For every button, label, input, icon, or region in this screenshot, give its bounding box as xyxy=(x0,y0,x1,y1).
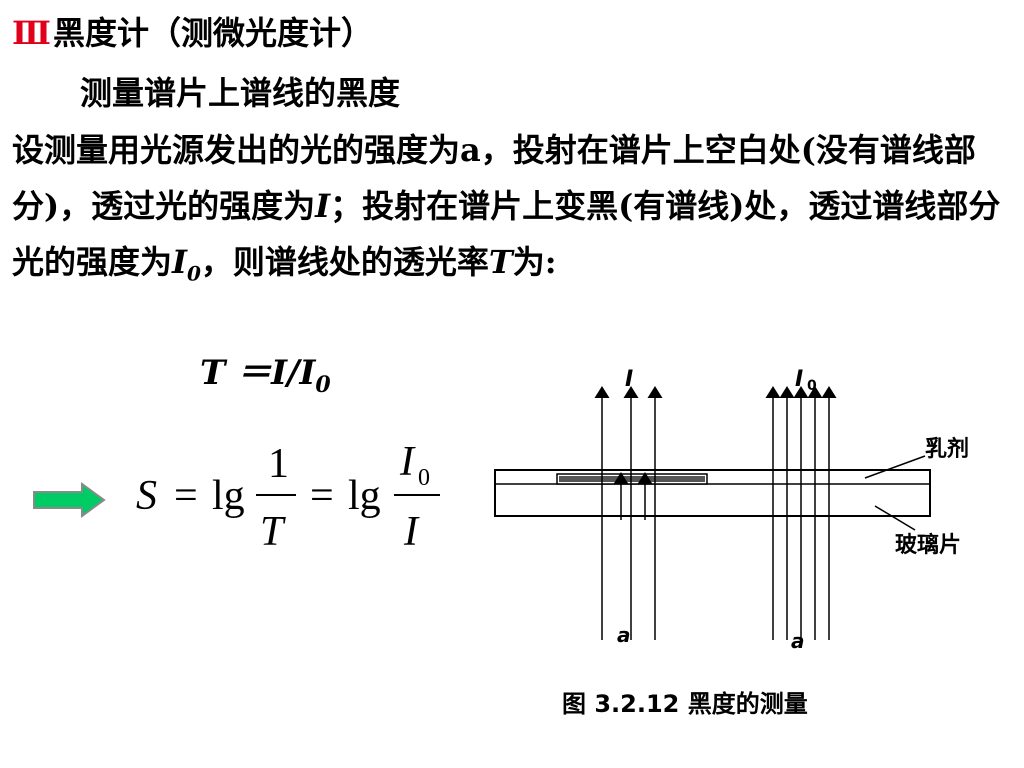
paragraph-text: ，投射在谱片上空白处(没有谱线部分)，透过光的强度为 xyxy=(12,131,976,225)
label-emulsion: 乳剂 xyxy=(925,436,969,462)
right-arrow-icon xyxy=(33,482,106,518)
description-paragraph: 设测量用光源发出的光的强度为a，投射在谱片上空白处(没有谱线部分)，透过光的强度… xyxy=(12,122,1002,301)
section-heading: Ⅲ黑度计（测微光度计） xyxy=(12,8,373,54)
svg-text:I: I xyxy=(403,509,420,555)
label-I: I xyxy=(625,367,633,392)
paragraph-text: ，则谱线处的透光率 xyxy=(200,243,489,281)
subheading: 测量谱片上谱线的黑度 xyxy=(80,74,401,112)
svg-text:lg: lg xyxy=(348,473,381,519)
svg-text:T: T xyxy=(260,509,286,555)
label-I0: I xyxy=(795,367,803,392)
label-glass: 玻璃片 xyxy=(895,532,961,558)
label-a-right: a xyxy=(791,629,805,653)
svg-text:0: 0 xyxy=(807,378,817,394)
symbol-I: I xyxy=(315,187,331,225)
paragraph-text: 设测量用光源发出的光的强度为 xyxy=(12,131,461,169)
svg-text:1: 1 xyxy=(268,441,289,487)
symbol-T: T xyxy=(488,243,513,281)
svg-text:=: = xyxy=(310,473,334,519)
transmittance-formula: T ＝I/I0 xyxy=(200,353,331,398)
density-formula: S = lg 1 T = lg I 0 I xyxy=(136,439,440,555)
svg-text:0: 0 xyxy=(418,465,430,491)
glass-plate xyxy=(494,469,931,517)
roman-numeral: Ⅲ xyxy=(12,14,51,52)
symbol-I0: I0 xyxy=(172,243,201,286)
label-a-left: a xyxy=(617,623,631,647)
svg-text:=: = xyxy=(174,473,198,519)
paragraph-text: 为: xyxy=(512,243,557,281)
svg-text:I: I xyxy=(399,439,416,485)
density-measurement-figure: I I 0 乳剂 玻璃片 a a xyxy=(494,367,969,653)
paragraph-text: ；投射在谱片上变黑(有谱线)处，透过谱线部分光的强度为 xyxy=(12,187,1001,281)
symbol-a: a xyxy=(460,131,481,169)
section-title: 黑度计（测微光度计） xyxy=(52,14,373,52)
svg-text:lg: lg xyxy=(212,473,245,519)
symbol-S: S xyxy=(136,473,157,519)
figure-caption: 图 3.2.12 黑度的测量 xyxy=(562,690,808,718)
